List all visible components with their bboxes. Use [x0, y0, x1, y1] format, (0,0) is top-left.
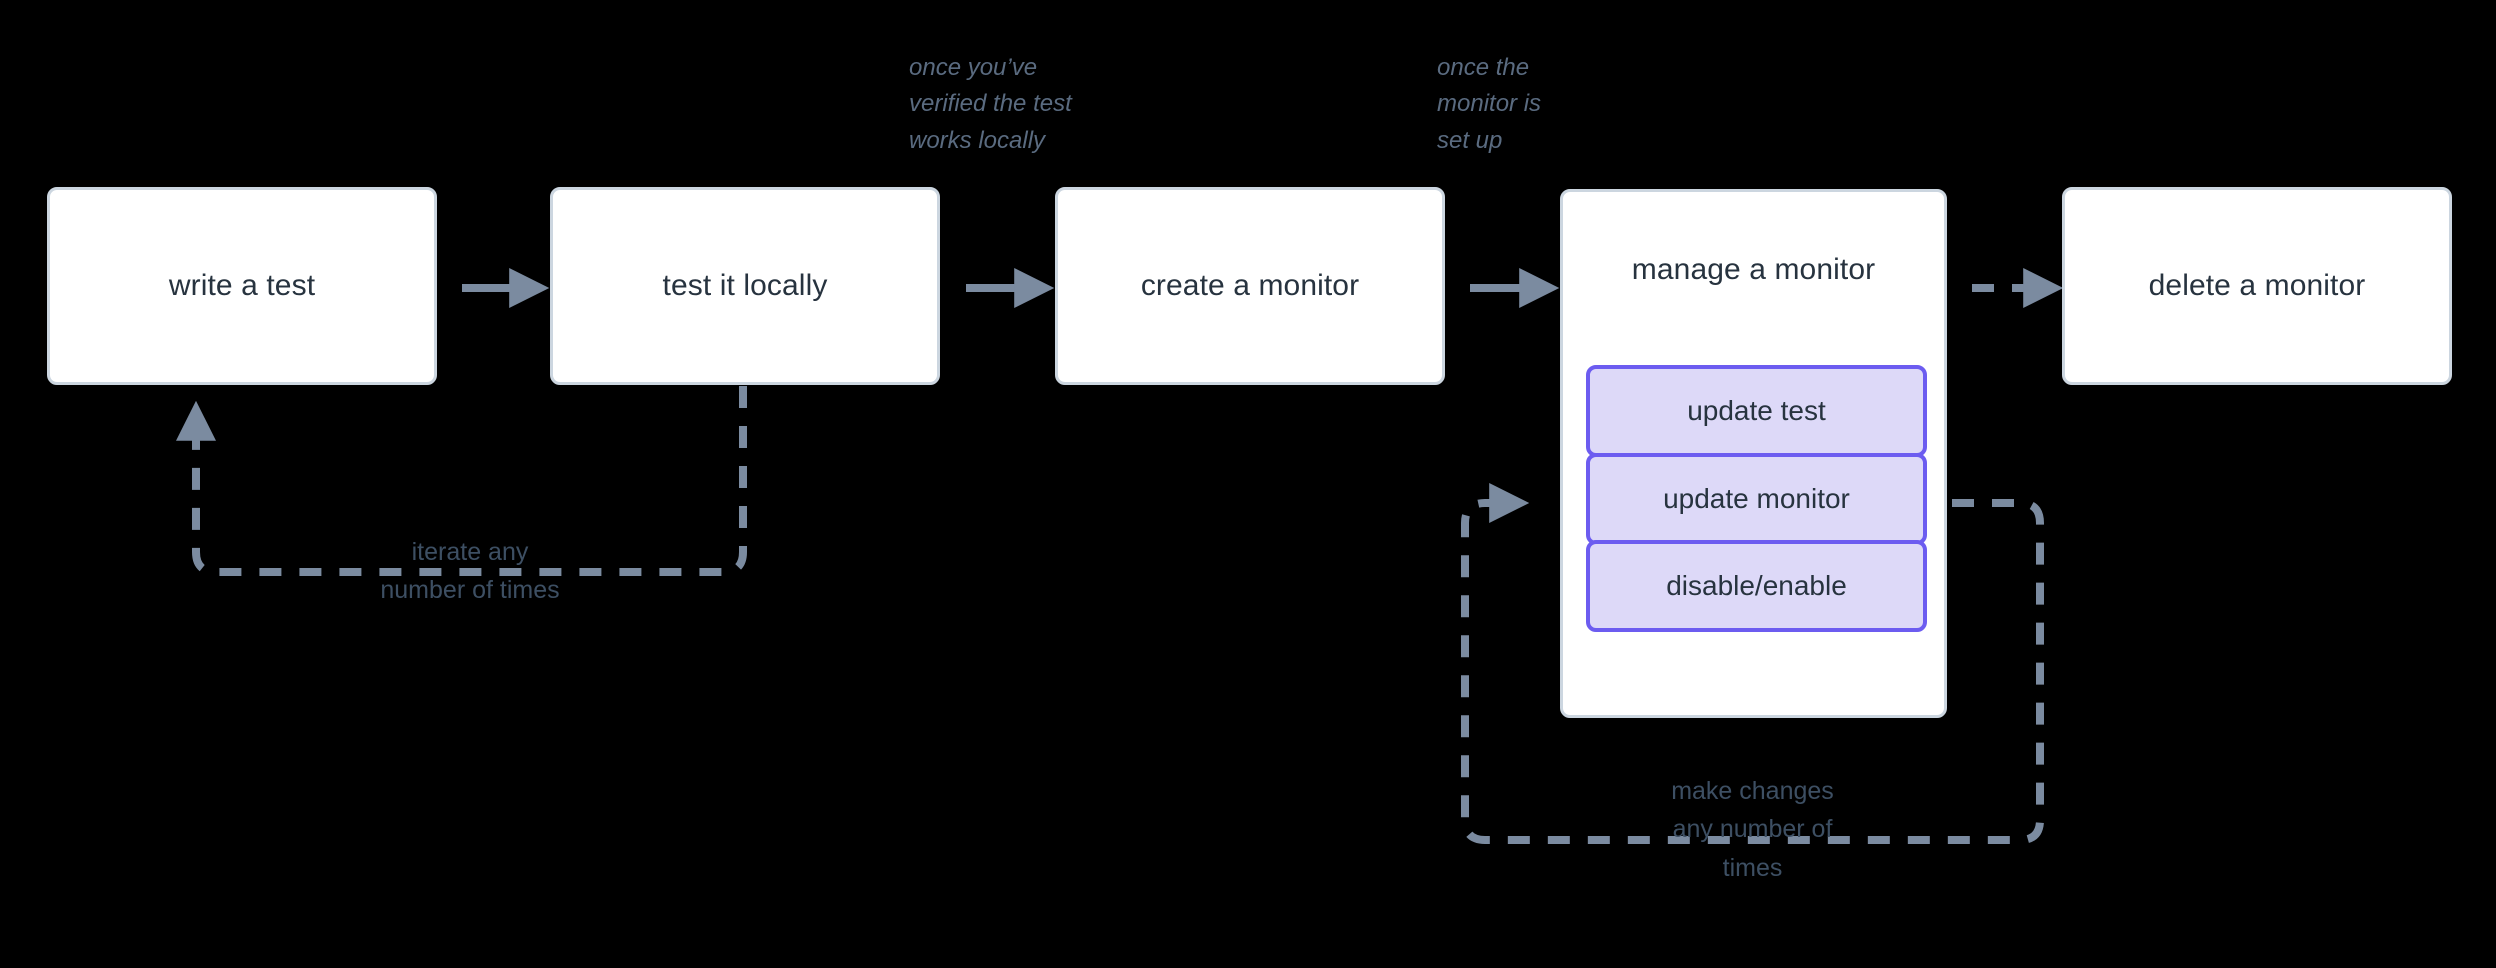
node-label-create-a-monitor: create a monitor	[1140, 269, 1360, 302]
subnode-label-update-test: update test	[1687, 395, 1826, 426]
edge-label-make-changes-any-number-of-times: make changes any number of times	[1671, 777, 1834, 882]
node-delete-a-monitor[interactable]: delete a monitor	[2062, 187, 2452, 385]
subnode-label-update-monitor: update monitor	[1663, 483, 1850, 514]
node-create-a-monitor[interactable]: create a monitor	[1055, 187, 1445, 385]
node-manage-a-monitor[interactable]: manage a monitor update test update moni…	[1560, 189, 1947, 718]
node-label-delete-a-monitor: delete a monitor	[2148, 269, 2366, 302]
note-once-verified: once you’ve verified the test works loca…	[909, 54, 1072, 154]
node-label-manage-a-monitor: manage a monitor	[1631, 253, 1876, 286]
node-label-write-a-test: write a test	[168, 269, 316, 302]
node-label-test-it-locally: test it locally	[662, 269, 828, 302]
edge-label-iterate-any-number-of-times: iterate any number of times	[380, 538, 560, 605]
note-once-set-up: once the monitor is set up	[1437, 54, 1542, 154]
subnode-update-test[interactable]: update test	[1586, 365, 1927, 457]
node-test-it-locally[interactable]: test it locally	[550, 187, 940, 385]
subnode-disable-enable[interactable]: disable/enable	[1586, 540, 1927, 632]
subnode-update-monitor[interactable]: update monitor	[1586, 453, 1927, 545]
node-write-a-test[interactable]: write a test	[47, 187, 437, 385]
subnode-label-disable-enable: disable/enable	[1666, 570, 1847, 601]
